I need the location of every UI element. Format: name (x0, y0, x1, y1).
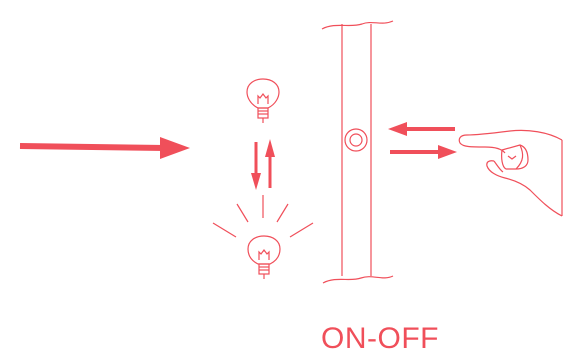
caption-label: ON-OFF (321, 322, 439, 355)
toggle-arrows-icon (251, 139, 275, 190)
input-arrow-icon (19, 137, 190, 159)
lightbulb-off-icon (246, 78, 280, 123)
hand-pointing-icon (458, 129, 563, 217)
light-rays-icon (212, 195, 314, 238)
lightbulb-on-icon (247, 235, 281, 279)
wall-panel (321, 20, 394, 284)
push-button-icon (344, 128, 368, 152)
press-release-arrows-icon (388, 122, 457, 159)
